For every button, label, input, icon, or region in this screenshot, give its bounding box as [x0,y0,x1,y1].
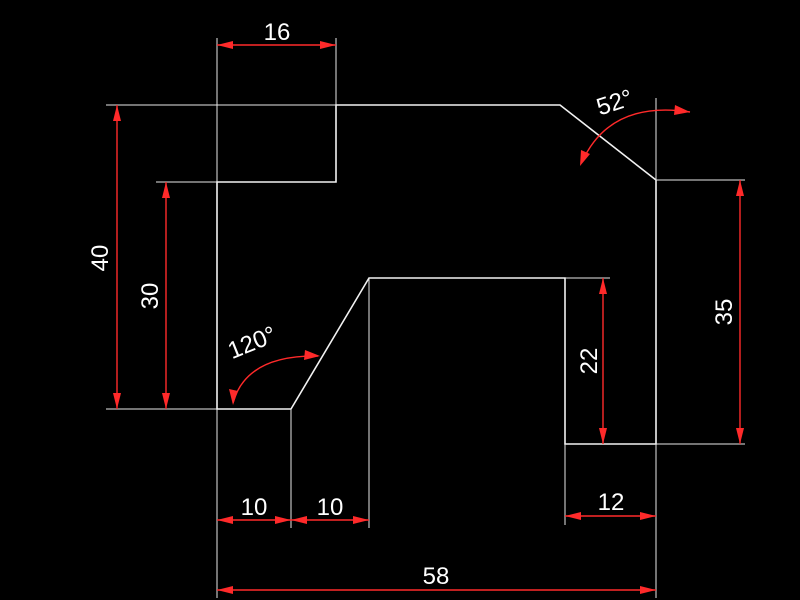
angle-top-right: 52° [580,84,691,166]
dim-left-inner-height: 30 [137,182,170,409]
dim-right-height: 35 [711,180,744,444]
angle-bottom-left-label: 120° [224,321,280,365]
dim-right-height-label: 35 [711,299,738,326]
dim-top-width: 16 [217,19,336,49]
dim-bottom-right-width-label: 12 [598,489,625,516]
dim-bottom-second-width: 10 [291,494,369,524]
dim-bottom-second-width-label: 10 [317,494,344,521]
dim-slot-height-label: 22 [576,348,603,375]
dim-slot-height: 22 [576,278,607,444]
angle-bottom-left: 120° [224,321,320,405]
part-outline [216,104,657,445]
dim-bottom-left-width: 10 [217,494,291,524]
dim-total-width: 58 [217,563,656,594]
dim-left-outer-height-label: 40 [87,245,114,272]
dim-left-inner-height-label: 30 [137,283,164,310]
dim-bottom-left-width-label: 10 [241,494,268,521]
extension-lines [106,38,745,598]
dim-left-outer-height: 40 [87,105,121,409]
dim-top-width-label: 16 [264,19,291,46]
dim-bottom-right-width: 12 [565,489,656,520]
dim-total-width-label: 58 [423,563,450,590]
